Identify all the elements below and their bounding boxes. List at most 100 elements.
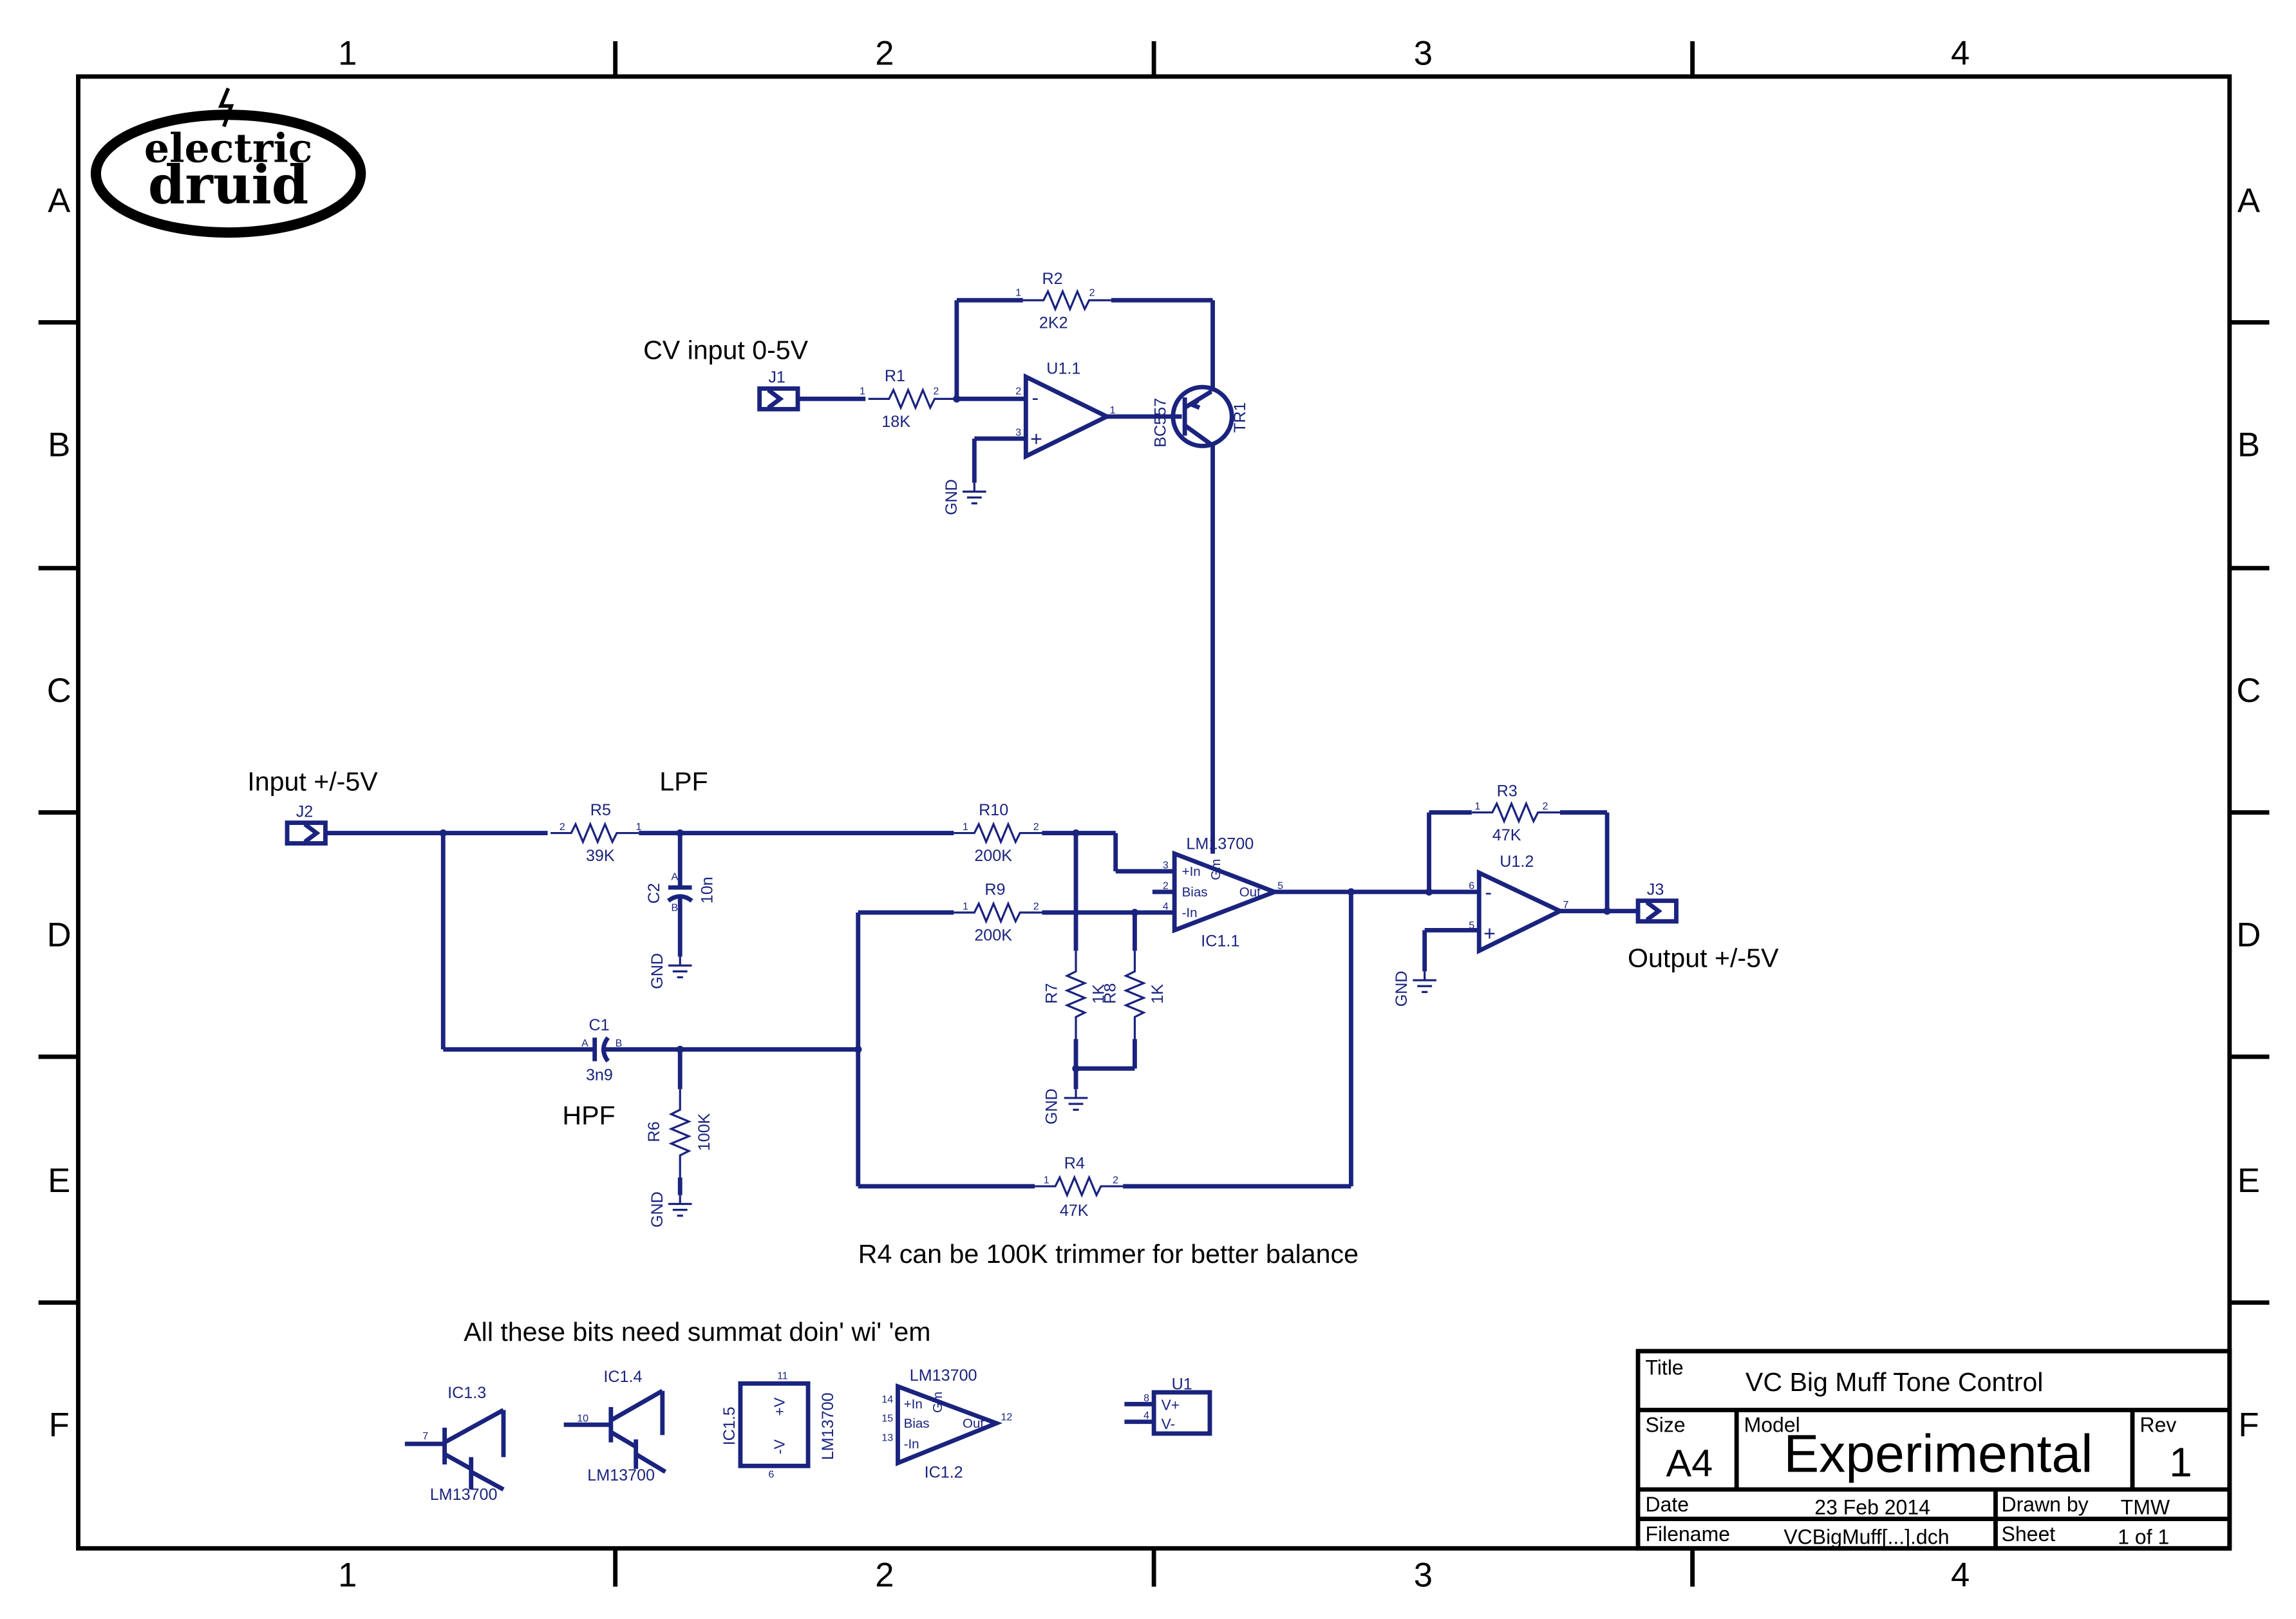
r7-value: 1K bbox=[1089, 984, 1107, 1004]
title-label: Title bbox=[1645, 1356, 1683, 1379]
r9-value: 200K bbox=[974, 926, 1012, 944]
svg-text:Gm: Gm bbox=[1209, 859, 1223, 880]
r7-ref: R7 bbox=[1042, 983, 1060, 1004]
svg-text:Out: Out bbox=[963, 1416, 984, 1431]
column-label: 4 bbox=[1951, 1557, 1970, 1595]
gnd-symbol: GND bbox=[1042, 1088, 1089, 1124]
ic1-3-ref: IC1.3 bbox=[447, 1384, 486, 1402]
svg-text:2: 2 bbox=[560, 822, 565, 833]
date-value: 23 Feb 2014 bbox=[1814, 1496, 1930, 1519]
svg-text:12: 12 bbox=[1001, 1412, 1012, 1423]
row-labels-left: A B C D E F bbox=[47, 182, 71, 1444]
r6-value: 100K bbox=[695, 1113, 713, 1151]
drawing-title: VC Big Muff Tone Control bbox=[1746, 1367, 2044, 1397]
svg-text:V+: V+ bbox=[1162, 1396, 1180, 1413]
r5-resistor: 2 1 R5 39K bbox=[549, 801, 642, 865]
ic1-3-transistor-pair: IC1.3 7 LM13700 bbox=[404, 1384, 506, 1504]
r4-resistor: 1 2 R4 47K bbox=[1033, 1155, 1124, 1220]
r4-value: 47K bbox=[1060, 1202, 1089, 1220]
gnd-symbol: GND bbox=[648, 1191, 693, 1227]
ic1-5-power: +V -V IC1.5 LM13700 11 6 bbox=[720, 1370, 837, 1480]
row-label: A bbox=[2237, 182, 2260, 220]
column-label: 1 bbox=[338, 1557, 357, 1595]
svg-text:2: 2 bbox=[933, 386, 939, 397]
column-label: 2 bbox=[875, 35, 894, 73]
r8-ref: R8 bbox=[1102, 983, 1120, 1004]
svg-text:-V: -V bbox=[771, 1439, 787, 1454]
svg-text:5: 5 bbox=[1277, 880, 1283, 891]
r5-value: 39K bbox=[586, 847, 615, 865]
u1-2-opamp: - + U1.2 6 5 7 bbox=[1469, 853, 1568, 954]
svg-text:6: 6 bbox=[1469, 880, 1474, 891]
row-label: A bbox=[48, 182, 70, 220]
svg-text:-: - bbox=[1485, 880, 1492, 904]
electric-druid-logo: electric druid bbox=[90, 88, 366, 238]
r2-resistor: 1 2 R2 2K2 bbox=[1015, 270, 1113, 332]
sheet-border bbox=[76, 74, 2232, 1551]
svg-text:1: 1 bbox=[860, 386, 865, 397]
svg-text:B: B bbox=[672, 903, 679, 914]
row-label: C bbox=[47, 672, 71, 710]
r6-resistor: R6 100K bbox=[645, 1088, 713, 1179]
filename-value: VCBigMuff[...].dch bbox=[1783, 1525, 1949, 1548]
svg-text:2: 2 bbox=[1033, 901, 1039, 912]
svg-text:1: 1 bbox=[963, 901, 968, 912]
date-label: Date bbox=[1645, 1493, 1689, 1516]
c1-value: 3n9 bbox=[586, 1066, 613, 1084]
r5-ref: R5 bbox=[590, 801, 611, 819]
column-label: 3 bbox=[1414, 1557, 1433, 1595]
column-label: 1 bbox=[338, 35, 357, 73]
svg-text:11: 11 bbox=[777, 1370, 788, 1381]
tr1-transistor: BC557 TR1 bbox=[1151, 384, 1249, 448]
svg-text:2: 2 bbox=[1113, 1175, 1118, 1186]
row-label: C bbox=[2237, 672, 2261, 710]
r4-trimmer-note: R4 can be 100K trimmer for better balanc… bbox=[858, 1239, 1359, 1269]
svg-text:7: 7 bbox=[1563, 900, 1568, 911]
filename-label: Filename bbox=[1645, 1522, 1730, 1546]
svg-text:+: + bbox=[1030, 427, 1042, 450]
u1-1-opamp: - + U1.1 2 3 1 bbox=[1015, 360, 1116, 460]
column-label: 4 bbox=[1951, 35, 1970, 73]
drawn-by-label: Drawn by bbox=[2002, 1493, 2089, 1516]
svg-text:6: 6 bbox=[768, 1470, 774, 1481]
tr1-ref: TR1 bbox=[1231, 402, 1249, 432]
r2-value: 2K2 bbox=[1039, 314, 1068, 332]
logo-line1: electric bbox=[144, 124, 312, 171]
svg-text:+In: +In bbox=[1182, 864, 1201, 879]
c2-value: 10n bbox=[699, 876, 717, 904]
ic1-3-part: LM13700 bbox=[430, 1486, 498, 1504]
row-label: F bbox=[2238, 1406, 2259, 1444]
cv-input-note: CV input 0-5V bbox=[643, 336, 809, 365]
gnd-symbol: GND bbox=[1393, 970, 1438, 1007]
u1-power: V+ V- U1 8 4 bbox=[1124, 1375, 1212, 1436]
svg-text:4: 4 bbox=[1163, 901, 1169, 912]
svg-text:A: A bbox=[581, 1038, 588, 1049]
size-label: Size bbox=[1645, 1414, 1685, 1437]
svg-text:Gm: Gm bbox=[930, 1392, 945, 1413]
model-label: Model bbox=[1744, 1414, 1800, 1437]
r1-value: 18K bbox=[881, 413, 910, 431]
svg-text:+In: +In bbox=[904, 1397, 923, 1412]
sheet-value: 1 of 1 bbox=[2118, 1525, 2169, 1548]
model-value: Experimental bbox=[1783, 1425, 2093, 1483]
output-note: Output +/-5V bbox=[1628, 943, 1779, 973]
ic1-5-ref: IC1.5 bbox=[720, 1406, 739, 1445]
r4-ref: R4 bbox=[1064, 1155, 1085, 1173]
r3-resistor: 1 2 R3 47K bbox=[1471, 782, 1561, 844]
r1-ref: R1 bbox=[885, 367, 905, 385]
sheet-size: A4 bbox=[1666, 1441, 1713, 1484]
svg-text:GND: GND bbox=[648, 1191, 666, 1227]
svg-text:7: 7 bbox=[422, 1431, 428, 1442]
j2-ref: J2 bbox=[296, 802, 314, 820]
r3-ref: R3 bbox=[1497, 782, 1518, 800]
svg-text:B: B bbox=[616, 1038, 623, 1049]
svg-text:A: A bbox=[672, 872, 679, 883]
svg-text:-: - bbox=[1031, 386, 1039, 410]
ic1-2-ota: +In Bias -In Out Gm LM13700 IC1.2 14 15 … bbox=[881, 1367, 1012, 1482]
row-label: D bbox=[2237, 916, 2261, 954]
r8-value: 1K bbox=[1149, 984, 1167, 1004]
svg-text:GND: GND bbox=[943, 479, 961, 515]
svg-text:GND: GND bbox=[1393, 970, 1411, 1007]
sheet-label: Sheet bbox=[2002, 1522, 2056, 1546]
svg-text:Bias: Bias bbox=[904, 1416, 930, 1431]
